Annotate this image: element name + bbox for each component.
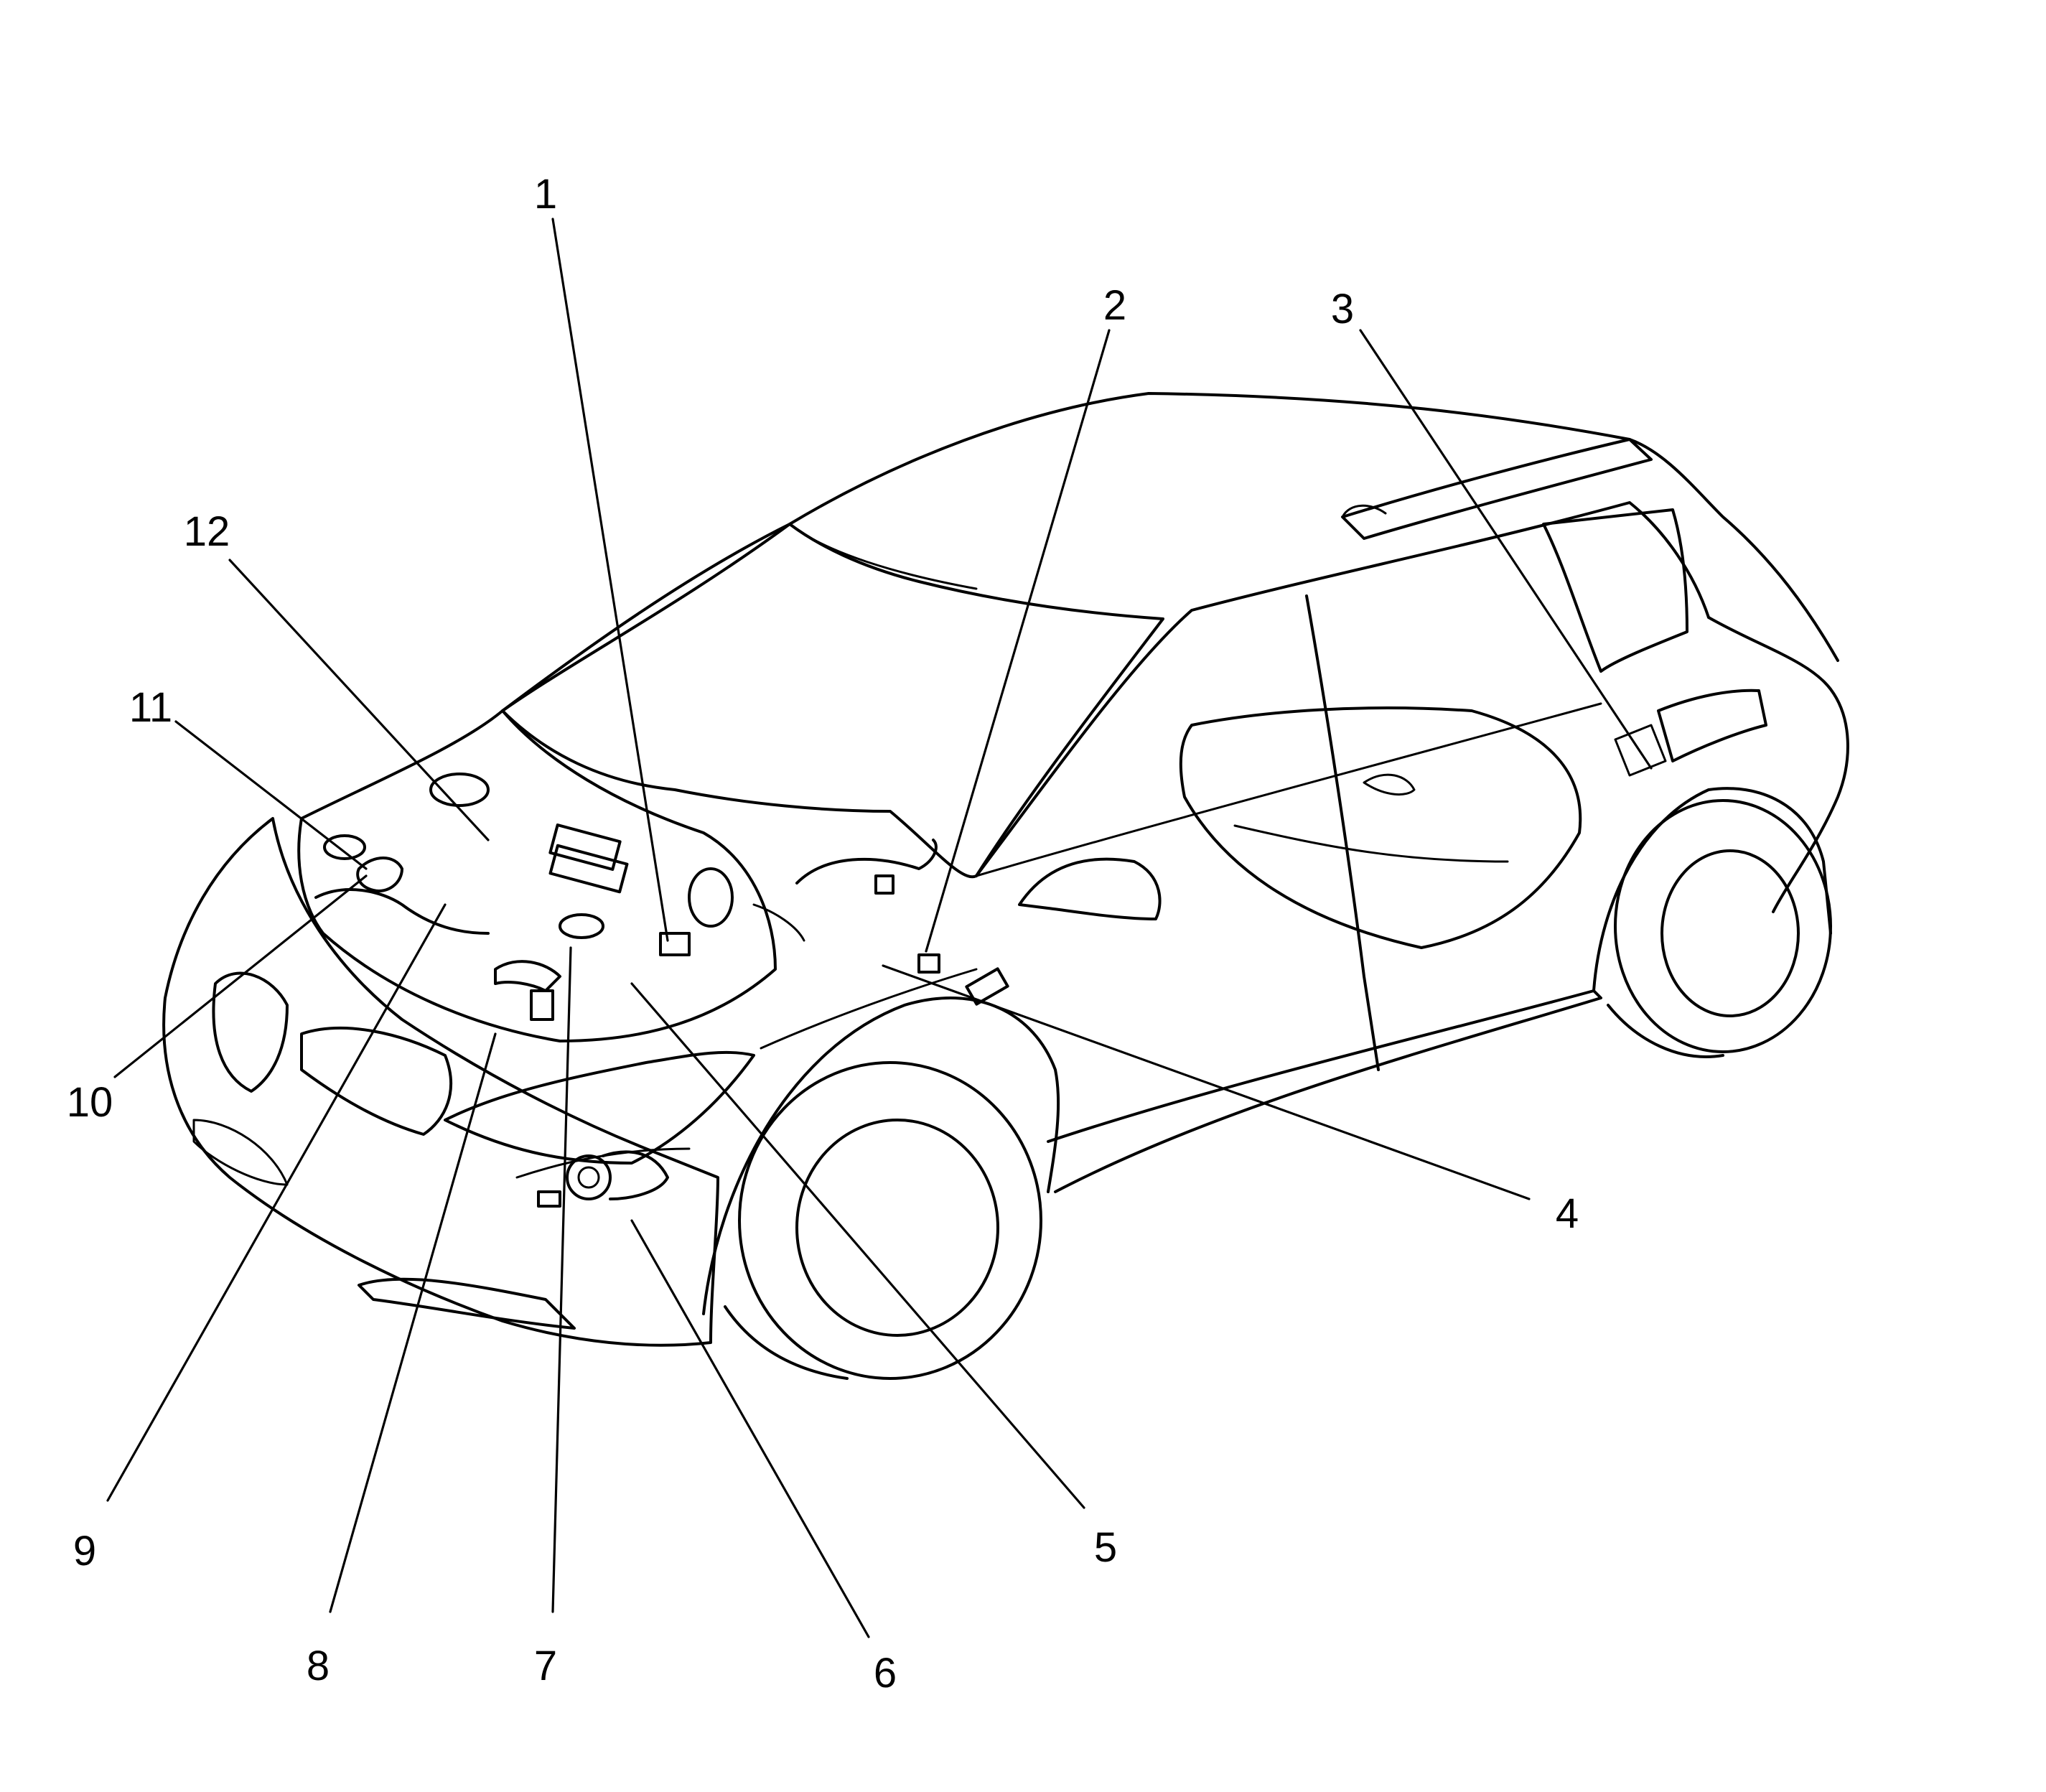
seat-crease	[1233, 824, 1509, 863]
dash-module	[874, 874, 894, 895]
hood-latch	[494, 960, 561, 992]
throttle-body	[356, 857, 403, 892]
wheel-speed-sensor-core	[577, 1166, 600, 1189]
vehicle-body	[162, 392, 1849, 1380]
fender-module	[965, 967, 1009, 1006]
leader-line-8	[329, 1032, 497, 1613]
engine-module-small	[917, 953, 940, 974]
front-wheel-arch	[702, 997, 1060, 1315]
rear-wheel-arch	[1592, 787, 1832, 992]
rear-seat	[1179, 706, 1582, 949]
fuse-block	[548, 823, 622, 871]
leader-line-11	[174, 720, 368, 870]
hood	[501, 709, 978, 879]
b-pillar	[1305, 594, 1380, 1071]
rocker-panel	[1047, 989, 1602, 1193]
engine-cover-plate	[548, 844, 629, 894]
engine-bay	[297, 709, 777, 1042]
body-crease	[975, 702, 1602, 877]
brake-reservoir	[688, 867, 734, 928]
leader-line-5	[630, 982, 1085, 1509]
fender-line	[760, 968, 978, 1050]
leader-line-12	[228, 559, 490, 841]
callout-4: 4	[1556, 1190, 1579, 1237]
callout-11: 11	[129, 684, 172, 731]
windshield	[501, 523, 1164, 877]
leader-line-1	[551, 218, 669, 942]
battery-terminal	[323, 834, 366, 860]
engine-pipe	[752, 903, 805, 942]
rear-lamp	[1657, 689, 1767, 762]
coolant-reservoir	[429, 773, 490, 807]
rear-lamp-bracket	[1614, 724, 1667, 777]
leader-line-10	[113, 874, 368, 1078]
front-rim	[795, 1119, 999, 1337]
rear-window	[1542, 508, 1688, 673]
callout-6: 6	[874, 1650, 897, 1697]
leader-line-7	[551, 946, 572, 1613]
windshield-inner-line	[788, 523, 978, 590]
bumper-intake	[358, 1277, 576, 1330]
callout-7: 7	[534, 1643, 557, 1689]
callout-1: 1	[534, 171, 557, 218]
leader-line-3	[1359, 329, 1653, 770]
grille	[300, 1026, 452, 1136]
door-window-frame	[975, 501, 1710, 877]
callout-3: 3	[1331, 286, 1354, 332]
callout-labels: 1 2 3 4 5 6 7 8 9 10 11 12	[67, 171, 1579, 1697]
rear-quarter	[1707, 616, 1849, 913]
connector-block	[659, 932, 691, 956]
oil-cap	[559, 913, 604, 939]
callout-10: 10	[67, 1079, 113, 1126]
leader-line-9	[106, 903, 447, 1502]
callout-2: 2	[1103, 282, 1126, 329]
wiring-harness	[795, 839, 938, 885]
intake-hose	[314, 888, 490, 935]
fog-lamp	[192, 1119, 289, 1186]
rear-rim	[1660, 849, 1800, 1017]
wheel-speed-sensor	[566, 1154, 612, 1200]
grille-lower	[212, 971, 289, 1093]
under-bay-line	[515, 1147, 691, 1179]
leader-line-2	[925, 329, 1111, 953]
front-tire	[738, 1061, 1042, 1380]
roof-rail-stub	[1341, 504, 1387, 518]
lower-bracket	[537, 1190, 561, 1208]
callout-12: 12	[184, 508, 230, 555]
rear-tire-base	[1607, 1004, 1724, 1058]
leader-line-6	[630, 1219, 870, 1638]
seat-belt-buckle	[1363, 773, 1416, 796]
roof-outline	[501, 392, 1839, 712]
rear-tire	[1614, 799, 1832, 1053]
callout-9: 9	[73, 1528, 96, 1574]
side-mirror	[1018, 857, 1162, 920]
callout-5: 5	[1094, 1524, 1117, 1571]
sensor-a	[530, 989, 554, 1021]
front-fascia	[162, 817, 719, 1347]
headlamp	[444, 1050, 755, 1165]
leader-line-4	[882, 964, 1531, 1200]
leader-lines	[106, 218, 1653, 1638]
callout-8: 8	[307, 1643, 330, 1689]
roof-rail	[1341, 438, 1653, 540]
engine-components	[314, 773, 1009, 1208]
front-tire-shadow	[724, 1305, 849, 1380]
sensor-bracket	[602, 1150, 669, 1200]
